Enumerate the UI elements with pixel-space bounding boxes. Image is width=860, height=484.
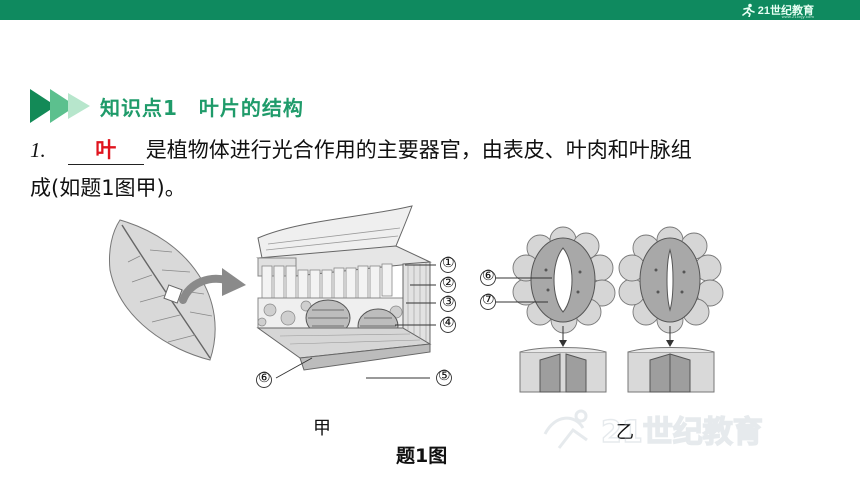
question-text: 是植物体进行光合作用的主要器官，由表皮、叶肉和叶脉组: [145, 138, 692, 162]
label-2: ②: [442, 275, 455, 291]
double-arrow-icon: [30, 89, 90, 123]
label-6-left: ⑥: [258, 370, 271, 386]
figure-caption: 题1图: [396, 445, 448, 467]
question-number: 1.: [30, 138, 46, 162]
question-line-1: 1. 叶 是植物体进行光合作用的主要器官，由表皮、叶肉和叶脉组: [30, 130, 830, 170]
section-title: 知识点1 叶片的结构: [100, 95, 304, 120]
section-heading: 知识点1 叶片的结构: [30, 86, 304, 126]
watermark-text: 21世纪教育: [601, 415, 763, 450]
leaf-illustration: [109, 219, 216, 361]
question-line-2: 成(如题1图甲)。: [30, 176, 186, 200]
panel-label-jia: 甲: [313, 418, 331, 439]
top-banner: 21世纪教育 www.21cnjy.com: [0, 0, 860, 20]
label-6-right: ⑥: [482, 268, 495, 284]
open-stoma: [512, 226, 616, 393]
leaf-cross-section: [256, 205, 432, 371]
label-3: ③: [442, 294, 455, 310]
stomata-illustration: [512, 226, 724, 393]
logo-text: 21世纪教育: [757, 5, 814, 17]
label-4: ④: [442, 315, 455, 331]
answer-blank: 叶: [67, 136, 144, 165]
brand-logo: 21世纪教育 www.21cnjy.com: [741, 2, 814, 19]
answer-text: 叶: [95, 138, 117, 162]
label-5: ⑤: [438, 368, 451, 384]
label-1: ①: [442, 255, 455, 271]
panel-label-yi: 乙: [616, 422, 634, 443]
runner-logo-icon: [741, 3, 755, 17]
logo-url: www.21cnjy.com: [781, 14, 814, 19]
curved-arrow-icon: [179, 268, 246, 304]
watermark-logo: 21世纪教育: [543, 409, 763, 451]
closed-stoma: [618, 226, 724, 393]
label-7: ⑦: [482, 292, 495, 308]
